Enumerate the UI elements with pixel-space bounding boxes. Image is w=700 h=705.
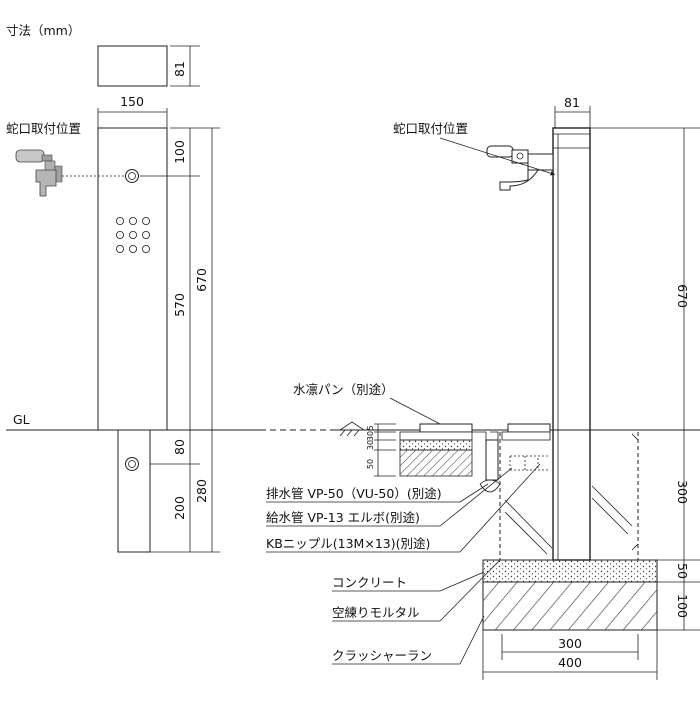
- below-upper-dim: 80: [172, 439, 187, 455]
- base-outer-dim: 400: [558, 655, 582, 670]
- water-pan-label: 水凛パン（別途）: [293, 382, 394, 397]
- side-height-dim: 670: [675, 284, 690, 308]
- below-lower-dim: 200: [172, 496, 187, 520]
- post-below-ground: [117, 429, 151, 553]
- above-ground-dim: 570: [172, 293, 187, 317]
- front-view: 81 150 蛇口取付位置: [6, 45, 260, 553]
- below-total-dim: 280: [194, 479, 209, 503]
- supply-pipe-label: 給水管 VP-13 エルボ(別途): [266, 510, 420, 525]
- side-faucet-icon: [486, 145, 554, 191]
- post-body: [97, 127, 168, 431]
- faucet-to-top-dim: 100: [172, 140, 187, 164]
- layer-dim-1: 30: [366, 431, 375, 441]
- total-height-dim: 670: [194, 268, 209, 292]
- side-faucet-position-label: 蛇口取付位置: [393, 121, 468, 136]
- water-pan-right: [507, 423, 551, 433]
- crusher-run-layer: [482, 581, 658, 631]
- supply-pipe: [509, 455, 548, 471]
- units-label: 寸法（mm）: [6, 23, 80, 38]
- concrete-dim: 50: [675, 563, 690, 579]
- layer-dim-2: 30: [366, 440, 375, 450]
- drain-pipe: [479, 439, 501, 493]
- side-view: 81 蛇口取付位置 670 水凛パン（別途）: [260, 95, 700, 680]
- concrete-layer: [482, 559, 658, 583]
- width-dim: 150: [120, 94, 144, 109]
- drain-pipe-label: 排水管 VP-50（VU-50）(別途): [266, 486, 442, 501]
- faucet-hole: [125, 169, 139, 183]
- side-depth-dim: 81: [564, 95, 580, 110]
- top-cap: [97, 45, 168, 87]
- top-cap-dim: 81: [172, 61, 187, 77]
- mortar-label: 空練りモルタル: [332, 605, 420, 620]
- nipple-label: KBニップル(13M×13)(別途): [266, 536, 430, 551]
- vent-holes: [116, 216, 150, 253]
- layer-dim-0: 5: [366, 425, 375, 430]
- left-sand-layer: [399, 439, 473, 451]
- crusher-dim: 100: [675, 594, 690, 618]
- crusher-run-label: クラッシャーラン: [332, 648, 432, 663]
- layer-dim-3: 50: [366, 459, 375, 469]
- left-base-layer: [399, 449, 473, 477]
- concrete-label: コンクリート: [332, 575, 407, 590]
- base-inner-dim: 300: [558, 636, 582, 651]
- water-pan-left: [419, 423, 473, 433]
- depth-below-dim: 300: [675, 480, 690, 504]
- faucet-position-label: 蛇口取付位置: [6, 121, 81, 136]
- faucet-icon: [15, 149, 63, 197]
- side-post: [552, 127, 591, 561]
- gl-label: GL: [13, 412, 30, 427]
